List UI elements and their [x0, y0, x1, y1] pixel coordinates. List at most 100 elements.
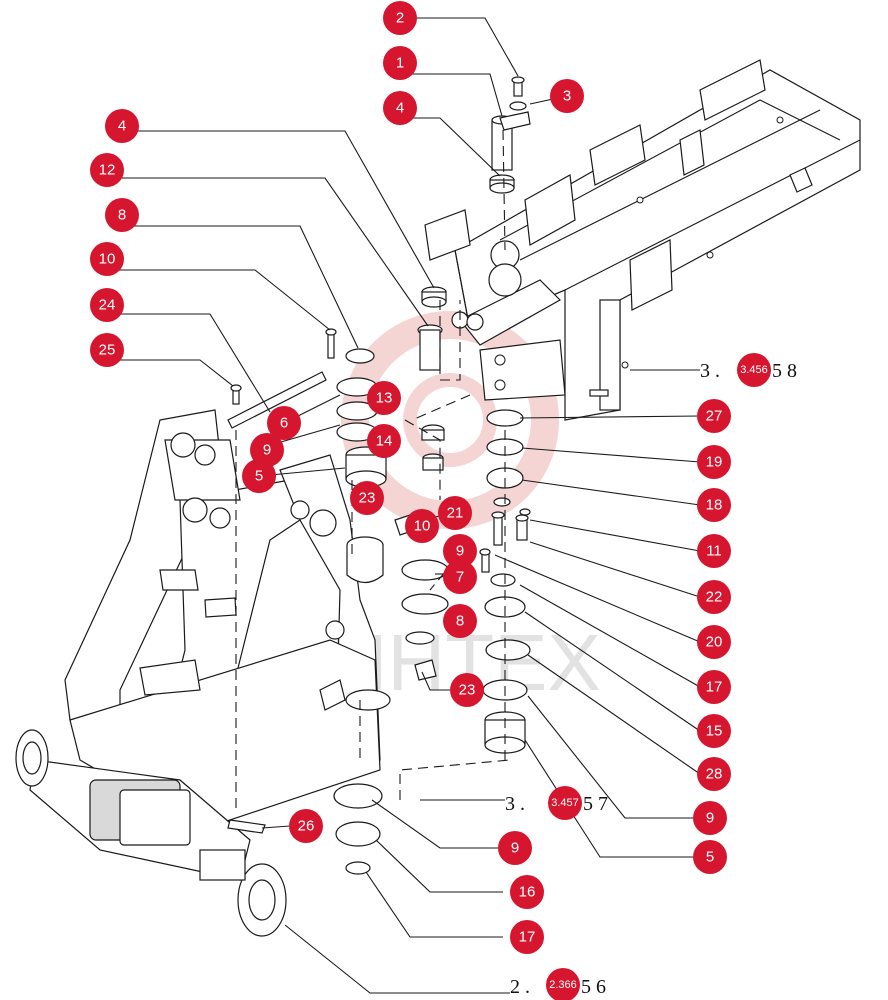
callout-11: 11 — [697, 534, 731, 568]
part-washer-3 — [509, 101, 527, 111]
reference-loader: 3 . 3.457 5 7 — [505, 786, 608, 820]
svg-text:17: 17 — [706, 679, 723, 696]
part-ring-8-left — [345, 348, 375, 364]
svg-text:11: 11 — [706, 543, 722, 560]
part-ring-27 — [486, 409, 524, 427]
callout-5-left: 5 — [242, 459, 276, 493]
callout-2: 2 — [383, 1, 417, 35]
callout-26: 26 — [289, 809, 323, 843]
part-bolt-22 — [491, 511, 505, 546]
callout-23-lower: 23 — [450, 673, 484, 707]
part-pin-1 — [491, 111, 531, 171]
part-bolt-mid — [479, 548, 491, 573]
svg-text:2 .: 2 . — [510, 976, 530, 998]
svg-text:21: 21 — [447, 505, 464, 522]
svg-text:27: 27 — [706, 408, 723, 425]
callout-9-bottom: 9 — [498, 831, 532, 865]
part-bolt-10-left — [325, 328, 337, 359]
callout-23-upper: 23 — [350, 481, 384, 515]
svg-text:19: 19 — [706, 454, 723, 471]
svg-text:12: 12 — [99, 162, 116, 179]
svg-text:18: 18 — [706, 497, 723, 514]
part-pin-12 — [417, 324, 443, 371]
callout-1: 1 — [383, 46, 417, 80]
reference-frame: 3 . 3.456 5 8 — [700, 353, 797, 387]
svg-text:24: 24 — [99, 297, 116, 314]
callout-27: 27 — [697, 399, 731, 433]
callout-9-right: 9 — [693, 801, 727, 835]
front-frame — [64, 409, 391, 831]
svg-text:3: 3 — [563, 88, 571, 105]
callout-19: 19 — [697, 445, 731, 479]
leader-lines — [107, 17, 701, 994]
callout-4-top: 4 — [383, 91, 417, 125]
callout-18: 18 — [697, 488, 731, 522]
svg-text:4: 4 — [118, 118, 126, 135]
callout-10-mid: 10 — [405, 509, 439, 543]
part-bolt-11 — [515, 514, 529, 541]
svg-text:3.456: 3.456 — [740, 364, 768, 376]
part-washer-18 — [493, 497, 511, 507]
part-ring-9-bottom — [333, 783, 383, 809]
part-ring-7 — [401, 593, 449, 615]
svg-text:13: 13 — [376, 390, 393, 407]
callout-5-right: 5 — [693, 840, 727, 874]
svg-text:10: 10 — [99, 251, 116, 268]
svg-text:28: 28 — [706, 766, 723, 783]
part-ring-16 — [335, 821, 381, 847]
svg-text:17: 17 — [519, 929, 536, 946]
part-ring-8-mid — [405, 631, 435, 645]
callout-12: 12 — [90, 153, 124, 187]
part-ring-20 — [490, 573, 516, 587]
svg-text:2.366: 2.366 — [549, 979, 577, 991]
svg-text:9: 9 — [456, 543, 464, 560]
callout-4-left: 4 — [105, 109, 139, 143]
part-ring-17-bottom — [345, 861, 371, 875]
svg-text:8: 8 — [456, 613, 464, 630]
front-axle — [15, 729, 287, 937]
part-bushing-4-left — [421, 286, 447, 308]
callout-13: 13 — [367, 381, 401, 415]
svg-text:3.457: 3.457 — [551, 797, 579, 809]
callout-28: 28 — [697, 757, 731, 791]
callout-10-left: 10 — [90, 242, 124, 276]
svg-text:5: 5 — [706, 849, 714, 866]
svg-text:9: 9 — [706, 810, 714, 827]
part-ring-15 — [485, 639, 531, 661]
callout-25: 25 — [90, 333, 124, 367]
part-plate-24 — [227, 371, 327, 429]
part-pin-26 — [227, 819, 266, 834]
svg-text:16: 16 — [519, 884, 536, 901]
svg-text:14: 14 — [376, 433, 393, 450]
part-bushing-4-top — [489, 174, 515, 194]
callout-17-right: 17 — [697, 670, 731, 704]
part-fitting-23-mid — [414, 659, 437, 681]
svg-text:15: 15 — [706, 723, 723, 740]
svg-text:5 6: 5 6 — [581, 976, 606, 998]
svg-text:3 .: 3 . — [700, 360, 720, 382]
callout-7: 7 — [443, 560, 477, 594]
svg-text:3 .: 3 . — [505, 793, 525, 815]
svg-text:5 7: 5 7 — [583, 793, 608, 815]
callout-21: 21 — [438, 496, 472, 530]
callout-6: 6 — [267, 406, 301, 440]
svg-text:22: 22 — [706, 589, 723, 606]
callout-17-bottom: 17 — [510, 920, 544, 954]
svg-text:1: 1 — [396, 55, 404, 72]
reference-axle: 2 . 2.366 5 6 — [510, 968, 606, 1000]
callout-24: 24 — [90, 288, 124, 322]
callout-15: 15 — [697, 714, 731, 748]
svg-text:9: 9 — [263, 442, 271, 459]
callout-9-left: 9 — [250, 433, 284, 467]
svg-text:4: 4 — [396, 100, 404, 117]
callout-20: 20 — [697, 625, 731, 659]
callout-8-mid: 8 — [443, 604, 477, 638]
part-bolt-2 — [511, 76, 525, 97]
svg-text:5: 5 — [255, 468, 263, 485]
part-nut-11 — [519, 508, 531, 516]
svg-text:9: 9 — [511, 840, 519, 857]
callout-14: 14 — [367, 424, 401, 458]
rear-frame — [424, 59, 861, 421]
